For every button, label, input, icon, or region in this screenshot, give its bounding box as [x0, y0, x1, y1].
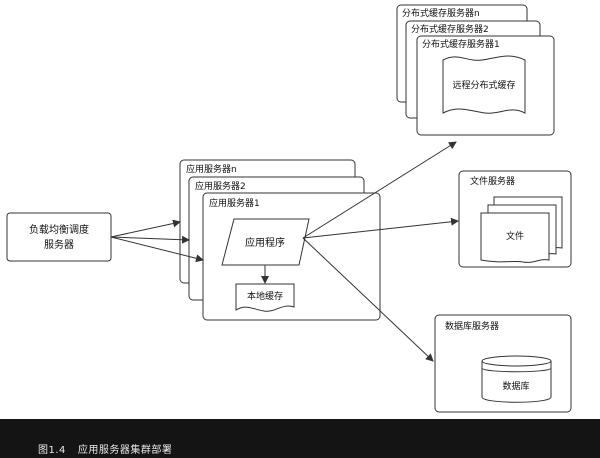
file-documents: 文件 — [480, 196, 563, 263]
app-server-stack: 应用服务器n 应用服务器2 应用服务器1 应用程序 本地缓存 — [179, 159, 381, 321]
app-server-2-label: 应用服务器2 — [195, 180, 246, 192]
database-server: 数据库服务器 数据库 — [434, 314, 572, 413]
arrow-lb-to-app-1 — [110, 236, 204, 263]
app-program-label: 应用程序 — [245, 236, 285, 249]
cache-server-2-label: 分布式缓存服务器2 — [411, 23, 489, 35]
load-balancer-label-line2: 服务器 — [44, 238, 74, 251]
remote-cache-label: 远程分布式缓存 — [452, 79, 515, 91]
connectors — [110, 141, 459, 362]
caption-number: 图1.4 — [38, 445, 66, 456]
arrow-app-to-file — [302, 217, 459, 239]
arrow-app-to-database — [302, 237, 434, 362]
app-server-n-label: 应用服务器n — [186, 163, 237, 175]
load-balancer-server: 负载均衡调度 服务器 — [6, 212, 112, 262]
cache-server-n-label: 分布式缓存服务器n — [402, 7, 480, 19]
figure-caption: 图1.4 应用服务器集群部署 — [38, 441, 172, 456]
arrow-app-to-cache — [302, 141, 457, 239]
arrow-lb-to-app-n — [110, 219, 181, 238]
database-server-label: 数据库服务器 — [445, 320, 499, 332]
database-label: 数据库 — [502, 380, 529, 392]
distributed-cache-stack: 分布式缓存服务器n 分布式缓存服务器2 分布式缓存服务器1 远程分布式缓存 — [396, 4, 555, 136]
app-program: 应用程序 — [221, 218, 310, 266]
app-server-1-label: 应用服务器1 — [209, 197, 260, 209]
caption-bar — [0, 419, 600, 458]
file-server-label: 文件服务器 — [470, 175, 515, 187]
caption-text: 应用服务器集群部署 — [77, 445, 173, 456]
arrow-lb-to-app-2 — [110, 235, 190, 244]
database-cylinder: 数据库 — [481, 355, 552, 403]
local-cache-label: 本地缓存 — [247, 290, 283, 302]
remote-cache: 远程分布式缓存 — [442, 55, 526, 114]
file-server: 文件服务器 文件 — [458, 170, 572, 268]
load-balancer-label-line1: 负载均衡调度 — [29, 223, 89, 236]
local-cache: 本地缓存 — [235, 283, 295, 312]
cache-server-1-label: 分布式缓存服务器1 — [422, 38, 500, 50]
file-label: 文件 — [506, 230, 524, 242]
